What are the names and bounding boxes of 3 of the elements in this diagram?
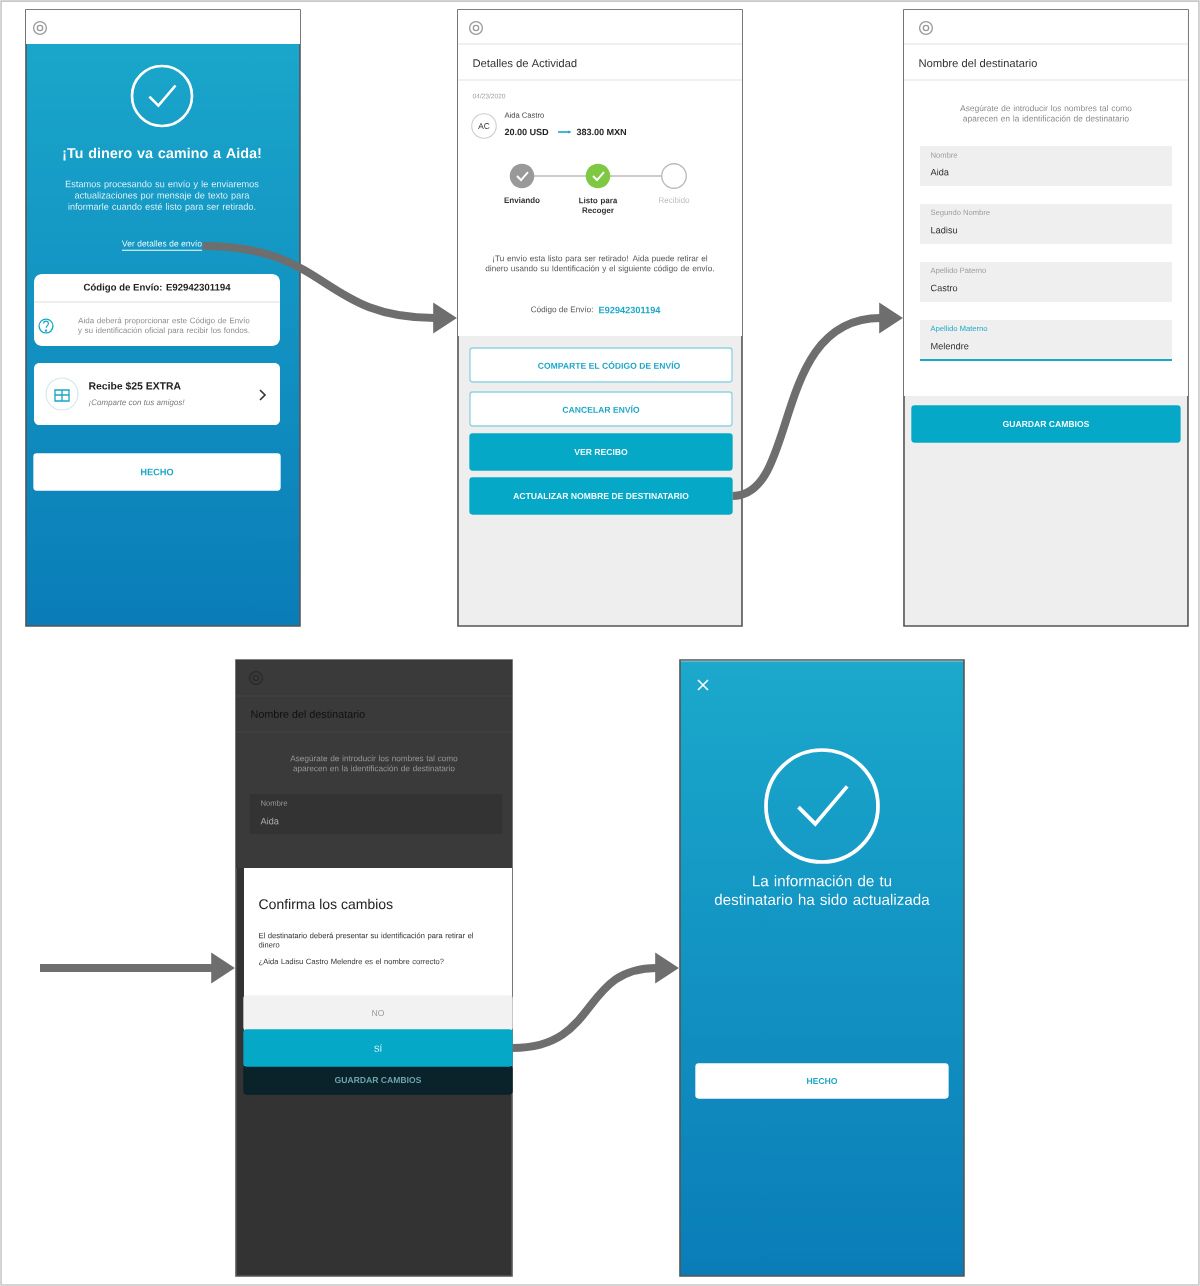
input-field — [919, 320, 1173, 361]
info-card — [33, 274, 281, 346]
promo-card — [34, 363, 280, 425]
